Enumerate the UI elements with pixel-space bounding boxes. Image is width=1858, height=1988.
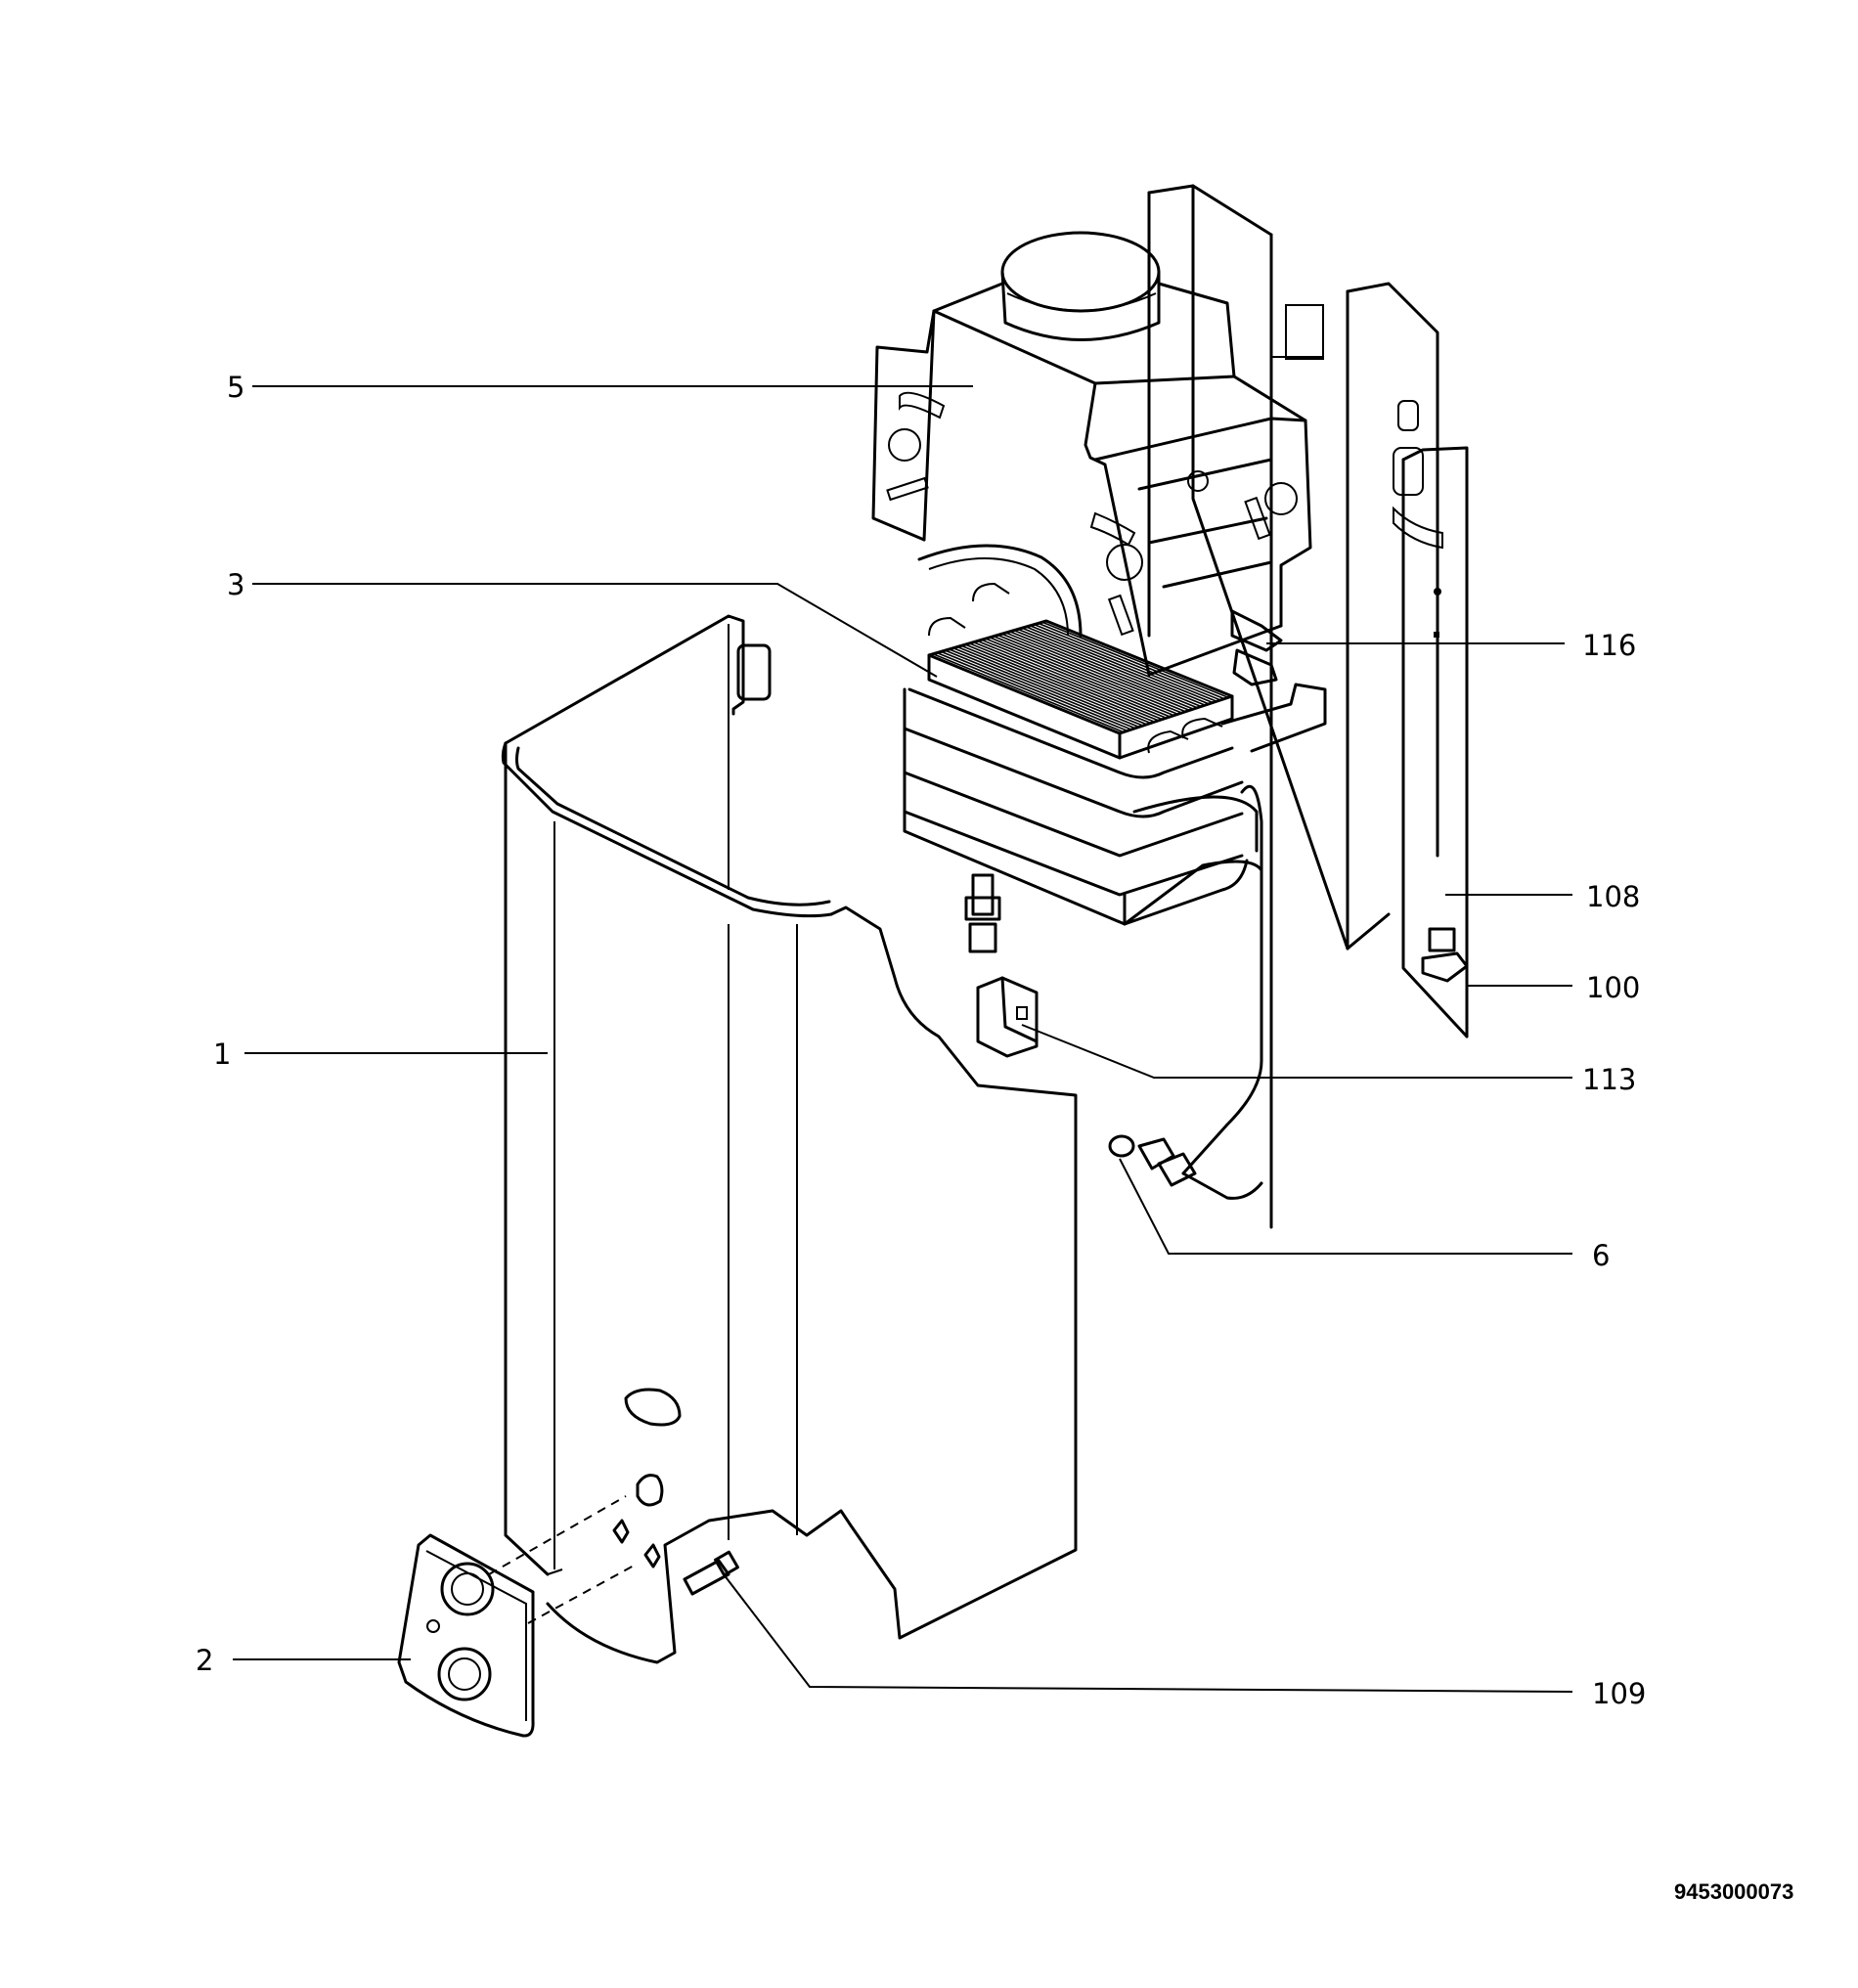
leader-lines	[233, 385, 1573, 1693]
callout-109: 109	[1592, 1677, 1646, 1710]
exchanger-fin	[1034, 623, 1221, 701]
exchanger-fin	[945, 649, 1136, 729]
exchanger-fin	[1013, 629, 1202, 708]
clip-116	[1230, 609, 1283, 686]
exchanger-fin	[949, 648, 1140, 729]
exchanger-fin	[941, 650, 1132, 730]
exchanger-fin	[1026, 626, 1214, 704]
exchanger-fin	[1038, 622, 1225, 700]
exchanger-fin	[993, 635, 1182, 714]
outer-casing	[501, 614, 1078, 1664]
exchanger-fin	[985, 638, 1174, 717]
exchanger-fin	[1017, 628, 1206, 706]
exchanger-fin	[1030, 625, 1217, 702]
exchanger-fin	[1041, 621, 1229, 699]
exchanger-fin	[1005, 632, 1194, 710]
callout-2: 2	[196, 1644, 213, 1677]
exchanger-fin	[956, 645, 1148, 726]
exchanger-fin	[964, 643, 1155, 723]
exchanger-fin	[928, 654, 1121, 734]
control-panel	[397, 1495, 637, 1738]
exchanger-fin	[1001, 633, 1190, 712]
exchanger-fin	[973, 641, 1163, 721]
flue-hood	[871, 231, 1312, 677]
exchanger-fin	[936, 651, 1128, 732]
exchanger-fin	[969, 642, 1159, 722]
drawing-code: 9453000073	[1674, 1879, 1793, 1904]
callout-3: 3	[227, 568, 244, 601]
exchanger-fin	[1045, 620, 1233, 697]
callout-100: 100	[1586, 971, 1640, 1004]
bracket-100	[1421, 927, 1469, 983]
connector-6	[1108, 1134, 1263, 1200]
callout-113: 113	[1582, 1063, 1636, 1096]
electrode-109	[683, 1550, 739, 1596]
callout-108: 108	[1586, 880, 1640, 913]
callout-116: 116	[1582, 629, 1636, 662]
callout-6: 6	[1592, 1239, 1610, 1272]
exchanger-fin	[981, 639, 1171, 718]
exchanger-fin	[1021, 627, 1210, 705]
callout-1: 1	[213, 1038, 231, 1071]
callout-5: 5	[227, 371, 244, 404]
sensor-bracket-113	[976, 976, 1039, 1058]
exchanger-fin	[932, 653, 1125, 733]
exchanger-fin	[989, 637, 1178, 716]
exchanger-fin	[1009, 631, 1198, 709]
exchanger-fin	[952, 647, 1144, 727]
exchanger-fins	[928, 620, 1233, 734]
heat-exchanger	[903, 544, 1327, 1175]
exchanger-fin	[997, 634, 1186, 713]
exchanger-fin	[960, 644, 1152, 725]
exchanger-fin	[977, 640, 1167, 720]
